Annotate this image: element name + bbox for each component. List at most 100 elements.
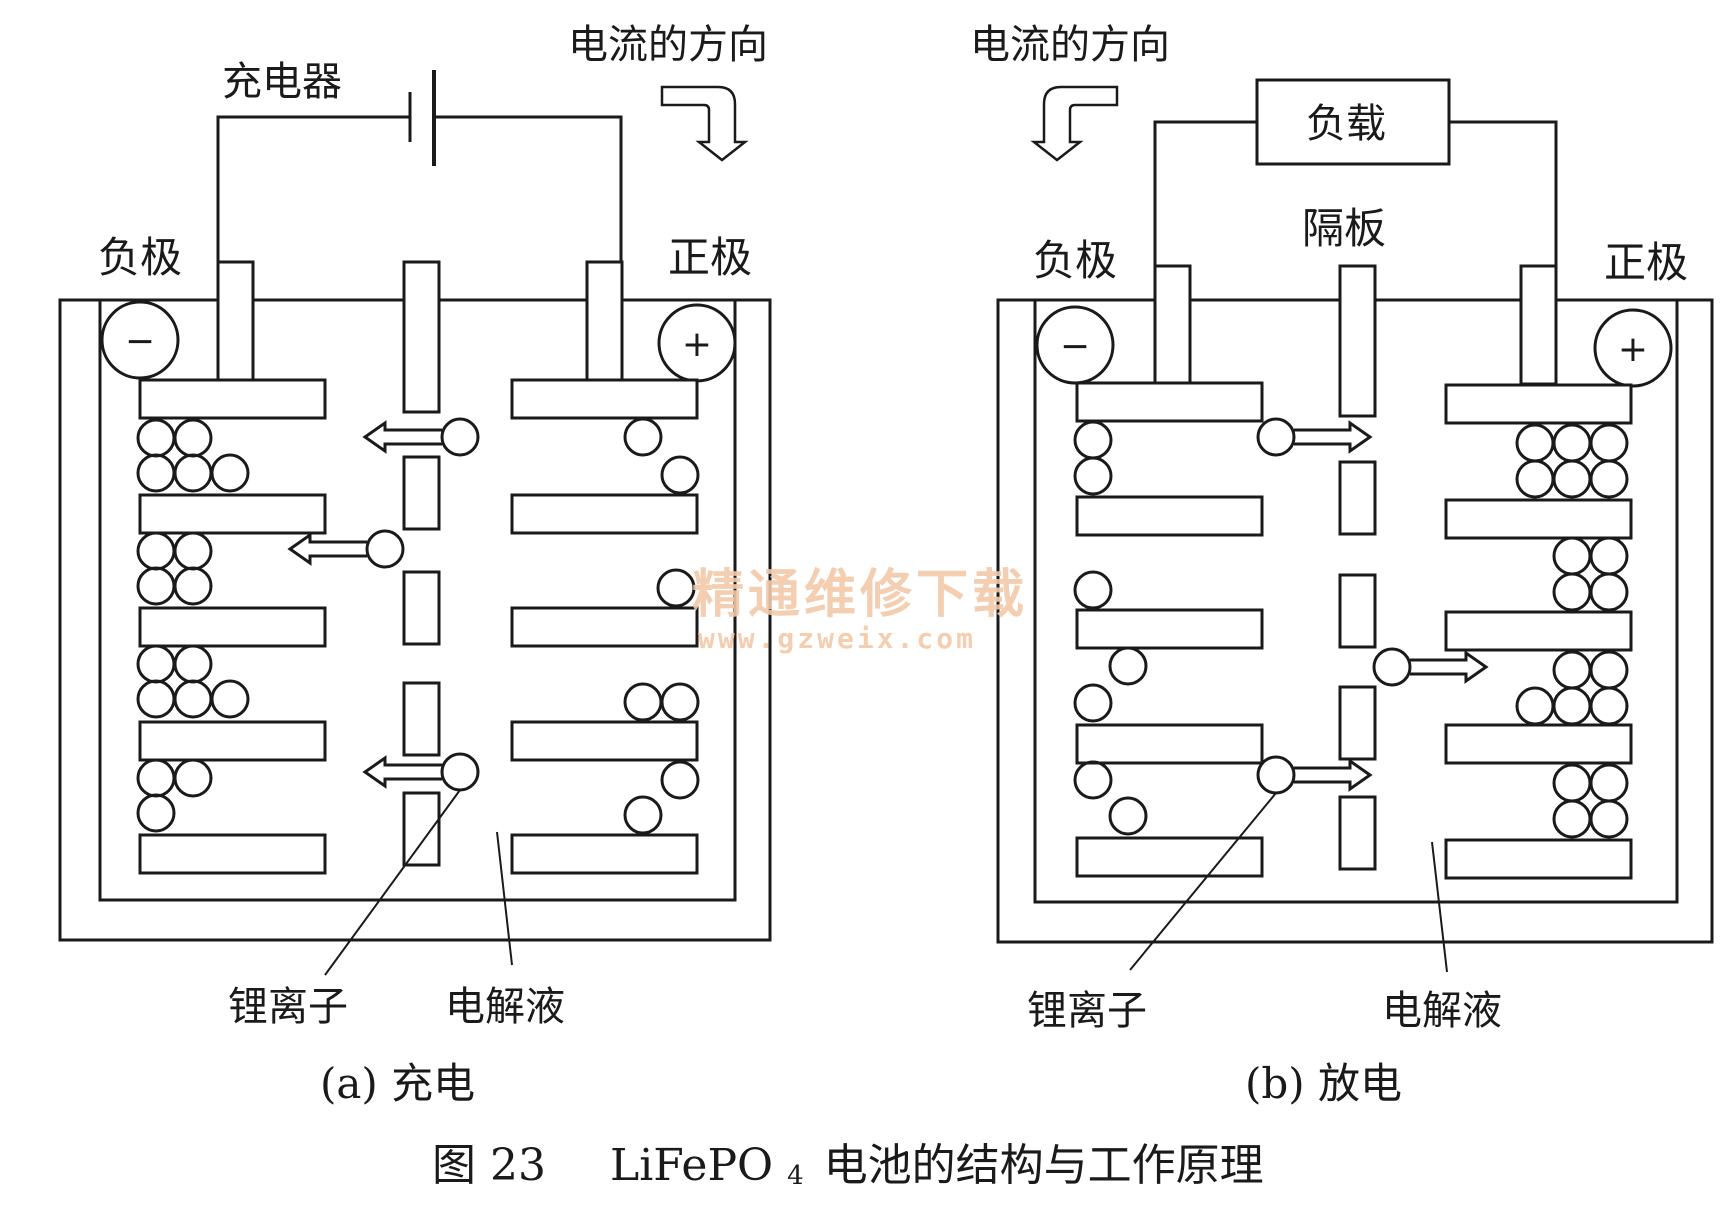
negative-plate (1075, 836, 1264, 878)
negative-plate (1075, 495, 1264, 537)
ion-arrow-right (1294, 758, 1373, 792)
lithium-ion (440, 752, 480, 792)
lithium-ion (660, 455, 700, 495)
negative-symbol: − (1060, 326, 1090, 367)
electrolyte-leader (1431, 841, 1448, 973)
caption-formula-subscript: 4 (787, 1161, 804, 1191)
lithium-ion-label: 锂离子 (1027, 988, 1147, 1034)
separator-segment (1338, 795, 1377, 871)
separator-segment (402, 681, 441, 757)
separator-segment (1338, 685, 1377, 761)
lithium-ion (656, 568, 696, 608)
lithium-ion (623, 682, 663, 722)
load-box (1255, 78, 1451, 166)
positive-plate (1444, 838, 1633, 880)
lithium-ion-cluster (136, 418, 250, 493)
watermark-title: 精通维修下载 (692, 565, 1028, 625)
separator-segment (402, 570, 441, 646)
lithium-ion-leader (324, 789, 461, 976)
ion-arrow-left (362, 755, 442, 789)
negative-terminal (216, 260, 255, 382)
negative-plate (138, 378, 327, 420)
circuit-wire (1153, 120, 1558, 266)
lithium-ion (623, 417, 663, 457)
negative-plate (138, 493, 327, 535)
lithium-ion-label: 锂离子 (228, 984, 348, 1030)
caption-suffix: 电池的结构与工作原理 (824, 1140, 1264, 1191)
positive-electrode-label: 正极 (1604, 238, 1688, 287)
electrolyte-label: 电解液 (445, 984, 565, 1030)
caption-formula: LiFePO (610, 1140, 773, 1191)
battery-case-outer (996, 298, 1714, 944)
positive-plate (510, 833, 699, 875)
negative-plate (138, 720, 327, 762)
negative-symbol-ring (1035, 305, 1115, 385)
panel-b (996, 78, 1714, 973)
battery-case-outer (58, 298, 772, 942)
positive-symbol: + (682, 324, 712, 365)
negative-symbol-ring (100, 300, 180, 380)
current-direction-label: 电流的方向 (970, 22, 1170, 68)
charger-label: 充电器 (222, 59, 342, 105)
panel-a (58, 70, 772, 976)
positive-plate (510, 606, 699, 648)
negative-plate (1075, 608, 1264, 650)
current-direction-arrow (660, 85, 749, 162)
lithium-ion-cluster (136, 758, 213, 833)
lithium-ion (1256, 755, 1296, 795)
lithium-ion-cluster (1552, 763, 1629, 839)
circuit-wire (216, 115, 623, 262)
ion-arrow-left (287, 532, 367, 566)
lithium-ion-cluster (136, 531, 213, 606)
lithium-ion (1108, 646, 1148, 686)
positive-plate (510, 493, 699, 535)
negative-plate (138, 606, 327, 648)
lithium-ion-cluster (1515, 423, 1629, 499)
lithium-ion (660, 760, 700, 800)
lithium-ion-cluster (136, 644, 250, 719)
ion-arrow-right (1410, 650, 1489, 684)
electrolyte-leader (496, 831, 513, 966)
lithium-ion (623, 795, 663, 835)
negative-plate (1075, 723, 1264, 765)
battery-case-inner (98, 300, 737, 902)
lithium-ion (1073, 570, 1113, 610)
separator-segment (1338, 264, 1377, 418)
watermark: 精通维修下载 www.gzweix.com (692, 565, 1028, 655)
lithium-ion-leader (1129, 792, 1277, 971)
positive-terminal (1519, 264, 1558, 386)
negative-electrode-label: 负极 (1033, 236, 1117, 285)
current-direction-label: 电流的方向 (568, 22, 768, 68)
lithium-ion (1073, 760, 1113, 800)
positive-plate (1444, 383, 1633, 425)
negative-plate (138, 833, 327, 875)
watermark-url: www.gzweix.com (698, 622, 976, 655)
lithium-ion (365, 529, 405, 569)
positive-plate (1444, 723, 1633, 765)
positive-plate (1444, 498, 1633, 540)
separator-segment (402, 260, 441, 414)
positive-symbol: + (1618, 329, 1648, 370)
panel-b-caption: (b) 放电 (1245, 1059, 1402, 1108)
negative-terminal (1153, 264, 1192, 386)
lithium-ion (1073, 683, 1113, 723)
positive-electrode-label: 正极 (668, 233, 752, 282)
separator-label: 隔板 (1302, 204, 1386, 253)
positive-plate (510, 720, 699, 762)
negative-symbol: − (125, 321, 155, 362)
figure-caption: 图 23 LiFePO 4 电池的结构与工作原理 (432, 1140, 1264, 1195)
lithium-ion (660, 682, 700, 722)
load-label: 负载 (1306, 101, 1386, 147)
caption-prefix: 图 23 (432, 1140, 546, 1191)
negative-electrode-label: 负极 (98, 233, 182, 282)
battery-case-inner (1033, 300, 1679, 904)
positive-terminal (585, 260, 624, 382)
electrolyte-label: 电解液 (1382, 988, 1502, 1034)
lithium-ion (1256, 417, 1296, 457)
ion-arrow-left (362, 420, 442, 454)
separator-segment (402, 791, 441, 867)
negative-plate (1075, 381, 1264, 423)
current-direction-arrow (1030, 85, 1119, 162)
